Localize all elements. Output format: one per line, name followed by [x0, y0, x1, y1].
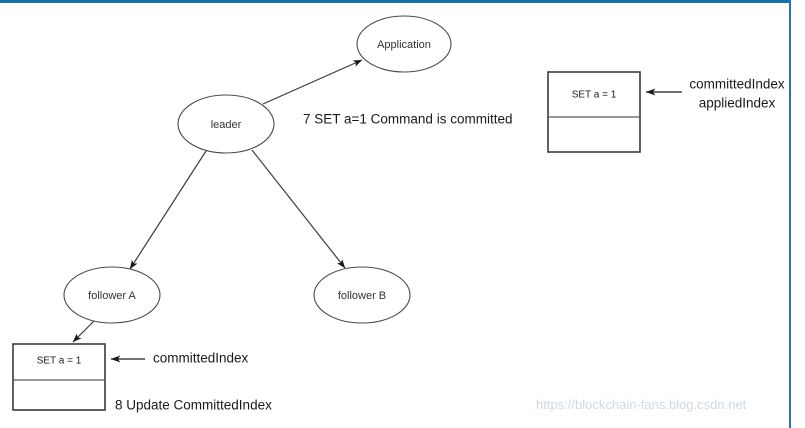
update-committed-index-caption: 8 Update CommittedIndex [115, 398, 272, 413]
node-application[interactable]: Application [356, 15, 452, 73]
watermark-text: https://blockchain-fans.blog.csdn.net [536, 397, 747, 412]
leader-committed-index-label: committedIndex [689, 77, 785, 92]
edge-leader-to-follower-a [129, 150, 207, 270]
follower-a-ellipse[interactable] [63, 266, 161, 324]
leader-log-box[interactable]: SET a = 1 [547, 71, 641, 153]
edge-group [72, 59, 363, 343]
follower-a-label: follower A [88, 290, 136, 302]
leader-log-entry-label: SET a = 1 [572, 90, 617, 101]
committed-command-label: 7 SET a=1 Command is committed [303, 112, 512, 127]
follower-index-annotation: committedIndex [110, 351, 249, 366]
edge-follower-a-to-log-box [72, 320, 95, 343]
node-follower-b[interactable]: follower B [313, 266, 411, 324]
follower-log-box[interactable]: SET a = 1 [12, 343, 106, 411]
leader-ellipse[interactable] [177, 94, 275, 154]
leader-log-box-outline[interactable] [547, 71, 641, 153]
follower-b-ellipse[interactable] [313, 266, 411, 324]
follower-committed-index-label: committedIndex [153, 351, 249, 366]
follower-log-entry-label: SET a = 1 [37, 356, 82, 367]
frame-top-border [0, 0, 791, 3]
leader-applied-index-label: appliedIndex [699, 96, 776, 111]
node-leader[interactable]: leader [177, 94, 275, 154]
node-follower-a[interactable]: follower A [63, 266, 161, 324]
frame-right-border [789, 0, 791, 428]
follower-b-label: follower B [338, 290, 386, 302]
application-ellipse[interactable] [356, 15, 452, 73]
edge-leader-to-follower-b [251, 149, 346, 269]
follower-log-box-outline[interactable] [12, 343, 106, 411]
edge-leader-to-application [262, 59, 363, 105]
leader-index-annotation: committedIndex appliedIndex [645, 77, 785, 111]
application-label: Application [377, 39, 431, 51]
leader-label: leader [211, 119, 242, 131]
